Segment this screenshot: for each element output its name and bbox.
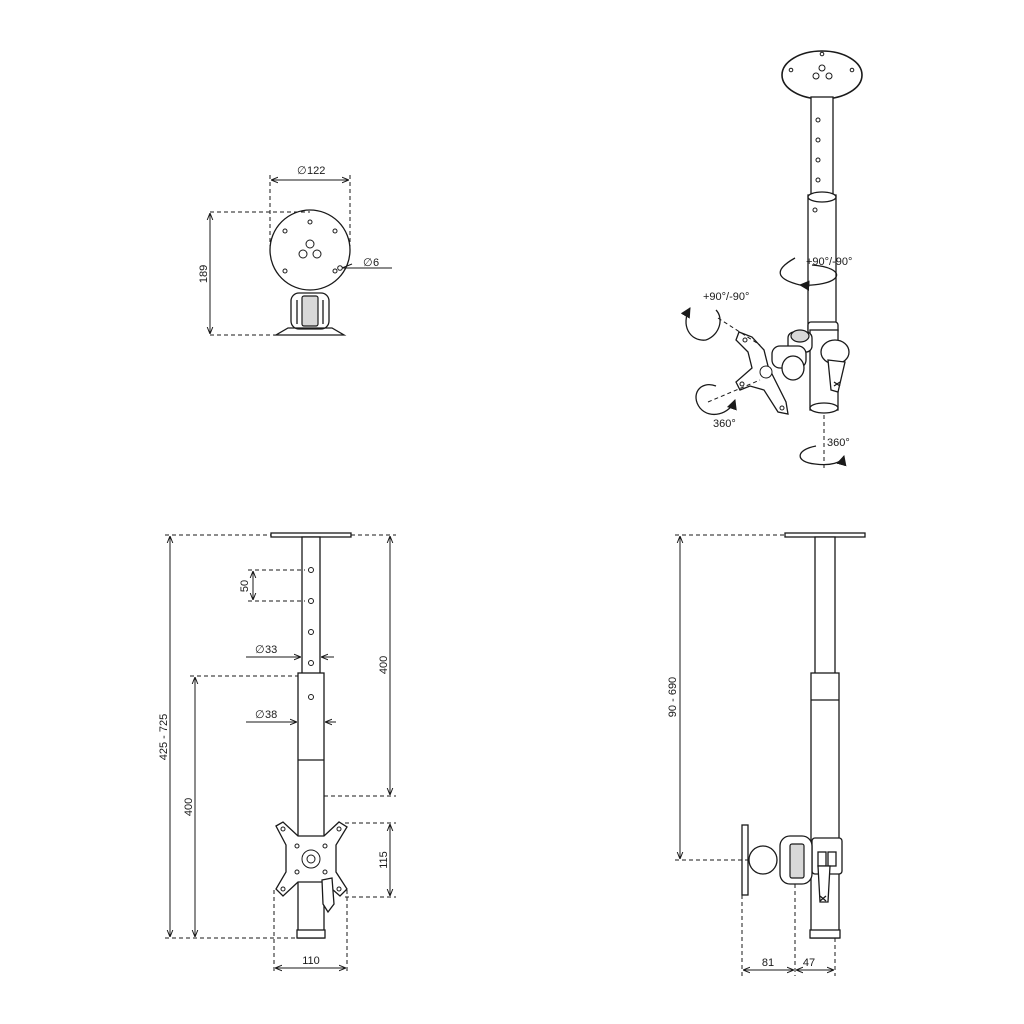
label-tilt-top: +90°/-90° [806,256,852,268]
dim-height: 189 [198,265,210,283]
side-view: 90 - 690 81 47 [667,532,866,976]
diameter-symbol: ∅ [297,165,307,177]
center-screw [305,239,315,249]
front-outer-tube [297,672,325,939]
dim-depth-pole: 47 [803,957,815,969]
dim-total-height: 425 - 725 [158,714,170,760]
outer-tube [807,194,837,331]
perspective-view: +90°/-90° +90°/-90° 360° 360° [680,50,863,470]
dim-vesa-width: 110 [302,955,320,967]
side-inner-tube [814,536,836,678]
dim-inner-diameter: 33 [265,644,277,656]
dim-vesa-height: 115 [378,851,390,869]
dim-height-range: 90 - 690 [667,677,679,717]
diameter-symbol-3: ∅ [255,644,265,656]
front-view: 50 ∅ 33 ∅ 38 425 - 725 400 400 115 110 [158,532,396,974]
perspective-plate [781,50,863,100]
label-rotate-pole: 360° [827,437,850,449]
screw-right [312,249,322,259]
dim-depth-head: 81 [762,957,774,969]
dim-lower-height: 400 [183,798,195,816]
front-inner-tube [301,536,321,678]
diameter-symbol-4: ∅ [255,709,265,721]
dim-upper-height: 400 [378,656,390,674]
label-rotate-head: 360° [713,418,736,430]
dim-outer-diameter: 38 [265,709,277,721]
label-tilt-left: +90°/-90° [703,291,749,303]
dim-hole-spacing: 50 [239,580,251,592]
screw-left [298,249,308,259]
ceiling-plate [269,209,351,291]
dim-hole-diameter: 6 [373,257,379,269]
inner-tube [810,96,834,203]
dim-plate-diameter: 122 [307,165,325,177]
top-view: ∅ 122 189 ∅ 6 [198,165,392,336]
diameter-symbol-2: ∅ [363,257,373,269]
